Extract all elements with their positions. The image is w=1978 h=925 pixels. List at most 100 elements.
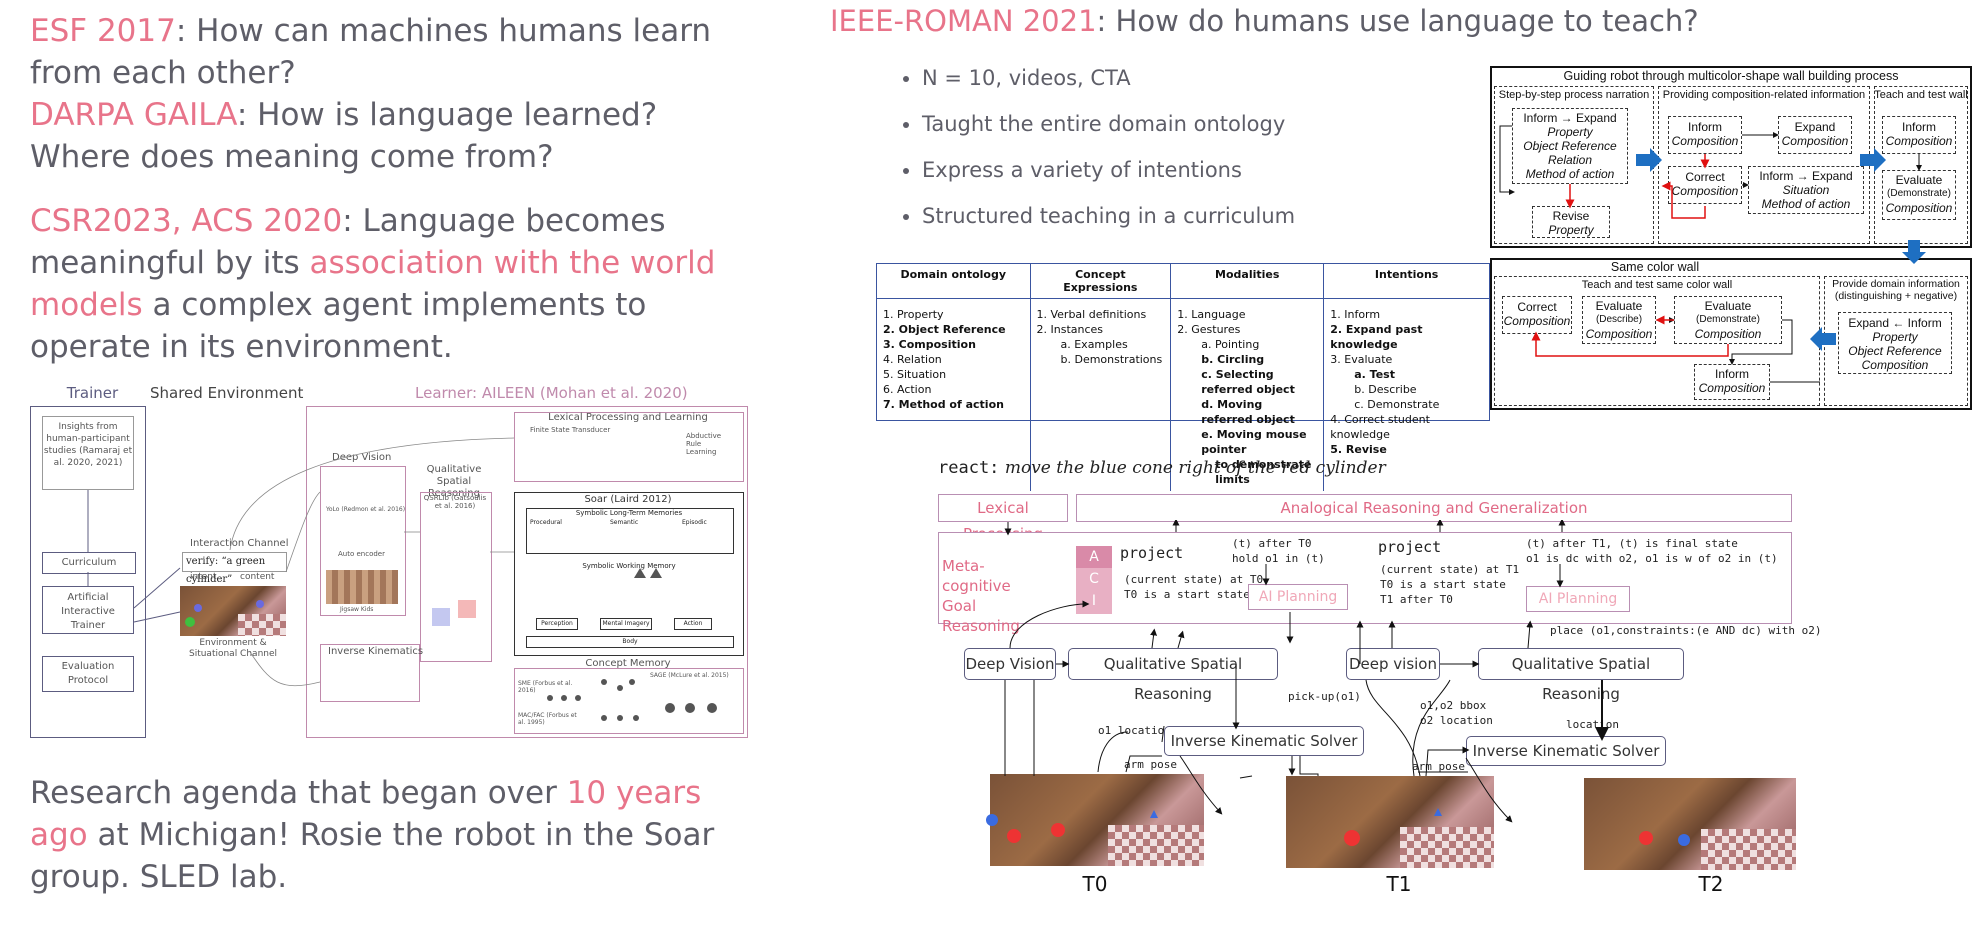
react-cmd-text: move the blue cone right of the red cyli… <box>1004 458 1386 478</box>
after-t0: (t) after T0 hold o1 in (t) <box>1232 537 1325 565</box>
learner-title: Learner: AILEEN (Mohan et al. 2020) <box>415 384 688 402</box>
list-item: a. Test <box>1354 368 1395 381</box>
list-item: e. Moving mouse pointer <box>1201 428 1307 456</box>
list-item: a. Pointing <box>1201 338 1260 351</box>
inform-expand-situation-box: Inform → Expand Situation Method of acti… <box>1748 166 1864 214</box>
flow-top-panel <box>1490 66 1972 248</box>
list-item: 2. Gestures <box>1177 323 1241 336</box>
iks-box-1: Inverse Kinematic Solver <box>1164 726 1364 756</box>
eval-protocol-box: Evaluation Protocol <box>42 656 134 692</box>
qsr-red-block <box>458 600 476 618</box>
list-item: 1. Property <box>883 308 944 321</box>
ieee-tag: IEEE-ROMAN 2021 <box>830 4 1097 38</box>
qsr-box-1: Qualitative Spatial Reasoning <box>1068 648 1278 703</box>
darpa-tag: DARPA GAILA <box>30 97 237 133</box>
pickup-text: pick-up(o1) <box>1288 690 1361 703</box>
inform-label: Inform <box>1687 120 1722 134</box>
table-header: Concept Expressions <box>1030 264 1172 299</box>
table-header: Domain ontology <box>877 264 1031 299</box>
aileen-architecture: Trainer Shared Environment Learner: AILE… <box>30 382 748 740</box>
qsr-panel <box>420 492 492 662</box>
relation-label: Relation <box>1547 153 1593 167</box>
qsr-cite: QSRLib (Gatsoulis et al. 2016) <box>423 494 487 510</box>
mental-imagery-box: Mental Imagery <box>600 618 652 630</box>
perception-box: Perception <box>536 618 578 630</box>
darpa-text: : How is language learned? Where does me… <box>30 97 658 175</box>
soar-panel <box>514 492 744 656</box>
objref-label: Object Reference <box>1848 344 1942 358</box>
scene-t2-image <box>1584 778 1796 870</box>
list-item: 1. Inform <box>1330 308 1381 321</box>
list-item: 1. Language <box>1177 308 1246 321</box>
agenda-text-1: Research agenda that began over <box>30 775 567 811</box>
trainer-title: Trainer <box>66 384 119 402</box>
teach-evaluate-box: Evaluate (Demonstrate) Composition <box>1882 170 1956 220</box>
esf-tag: ESF 2017 <box>30 13 176 49</box>
jigsaw-image <box>326 570 398 604</box>
fst-label: Finite State Transducer <box>530 426 611 434</box>
deep-vision-box-1: Deep Vision <box>964 648 1056 680</box>
list-item: 5. Revise <box>1330 443 1387 456</box>
yolo-label: YoLo (Redmon et al. 2016) <box>326 506 406 513</box>
flow-col1-label: Step-by-step process narration <box>1498 89 1650 101</box>
evaluate-label: Evaluate <box>1595 299 1643 313</box>
darpa-paragraph: DARPA GAILA: How is language learned? Wh… <box>30 94 760 178</box>
state-1: (current state) at T0 T0 is a start stat… <box>1124 573 1264 601</box>
composition-label: Composition <box>1861 358 1929 372</box>
lexical-label: Lexical Processing and Learning <box>548 412 708 423</box>
demonstrate-label: (Demonstrate) <box>1887 188 1951 199</box>
analogical-label: Analogical Reasoning and Generalization <box>1280 499 1588 517</box>
t0-label: T0 <box>1082 872 1108 896</box>
modalities-cell: 1. Language 2. Gestures a. Pointing b. C… <box>1170 298 1325 491</box>
list-item: 3. Evaluate <box>1330 353 1393 366</box>
composition-label: Composition <box>1503 314 1571 328</box>
ai-planning-label: AI Planning <box>1538 591 1618 607</box>
insights-box: Insights from human-participant studies … <box>42 416 134 490</box>
deep-vision-panel <box>320 466 406 616</box>
inform-label: Inform <box>1901 120 1936 134</box>
pipeline-arrows <box>986 520 1690 846</box>
same-evaluate-describe-box: Evaluate (Describe) Composition <box>1582 296 1656 344</box>
iks-box-2: Inverse Kinematic Solver <box>1466 736 1666 766</box>
evaluate-label: Evaluate <box>1895 173 1943 187</box>
ieee-text: : How do humans use language to teach? <box>1096 4 1699 38</box>
agenda-paragraph: Research agenda that began over 10 years… <box>30 772 760 898</box>
table-header: Modalities <box>1170 264 1325 299</box>
ltm-box <box>526 508 734 554</box>
lexical-processing-box: Lexical Processing <box>938 494 1068 543</box>
i-label: I <box>1091 593 1097 609</box>
jigsaw-label: Jigsaw Kids <box>340 606 374 613</box>
describe-label: (Describe) <box>1595 314 1643 325</box>
soar-label: Soar (Laird 2012) <box>584 494 672 505</box>
flow-bottom-panel <box>1490 258 1972 410</box>
csr-pink: association with the world models <box>30 245 716 323</box>
action-box: Action <box>674 618 712 630</box>
esf-text: : How can machines humans learn from eac… <box>30 13 712 91</box>
interaction-channel-label: Interaction Channel <box>190 538 289 549</box>
ieee-heading: IEEE-ROMAN 2021: How do humans use langu… <box>830 4 1699 38</box>
ait-box: Artificial Interactive Trainer <box>42 586 134 634</box>
scene-t0-image <box>990 774 1204 866</box>
arm-pose-text-1: arm pose <box>1124 758 1177 771</box>
teach-inform-box: Inform Composition <box>1882 116 1956 154</box>
after-t1: (t) after T1, (t) is final state o1 is d… <box>1526 537 1778 565</box>
intent-label: intent <box>190 572 217 582</box>
list-item: 2. Object Reference <box>883 323 1006 336</box>
property-label: Property <box>1872 330 1918 344</box>
inform-expand-box: Inform → Expand Property Object Referenc… <box>1512 108 1628 184</box>
state-2: (current state) at T1 T0 is a start stat… <box>1380 563 1520 606</box>
list-item: d. Moving referred object <box>1201 398 1295 426</box>
abductive-label: Abductive Rule Learning <box>686 432 722 456</box>
react-cmd: react: <box>938 458 1000 478</box>
a-label: A <box>1076 546 1112 568</box>
inform-comp-box: Inform Composition <box>1668 116 1742 154</box>
shared-env-title: Shared Environment <box>150 384 304 402</box>
aci-stack: A C I <box>1076 546 1112 614</box>
list-item: b. Describe <box>1354 383 1417 396</box>
verify-box: verify: “a green cylinder” <box>182 552 287 585</box>
qsr-blue-block <box>432 608 450 626</box>
autoencoder-label: Auto encoder <box>338 550 385 558</box>
list-item: 5. Situation <box>883 368 947 381</box>
list-item: 2. Instances <box>1036 323 1104 336</box>
intentions-cell: 1. Inform 2. Expand past knowledge 3. Ev… <box>1324 299 1489 492</box>
